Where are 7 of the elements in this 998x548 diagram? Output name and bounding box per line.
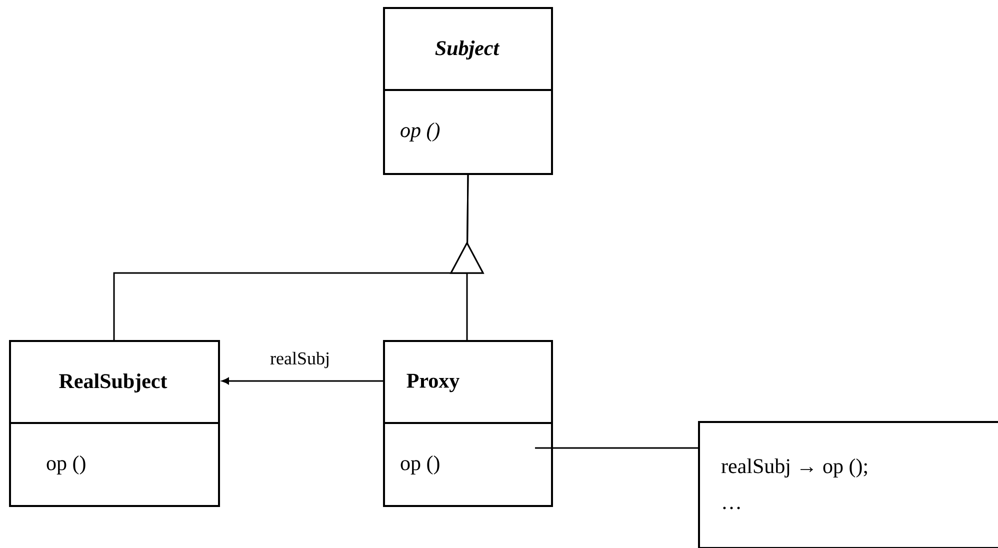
arrow — [222, 378, 383, 384]
class-box: Subject op () — [383, 7, 553, 175]
class-box: RealSubject op () — [9, 340, 220, 507]
class-box: Proxy op () — [383, 340, 553, 507]
edge-label: realSubj — [269, 350, 331, 370]
note-box: realSubj → op (); … — [698, 421, 998, 548]
leader-line — [535, 447, 698, 449]
